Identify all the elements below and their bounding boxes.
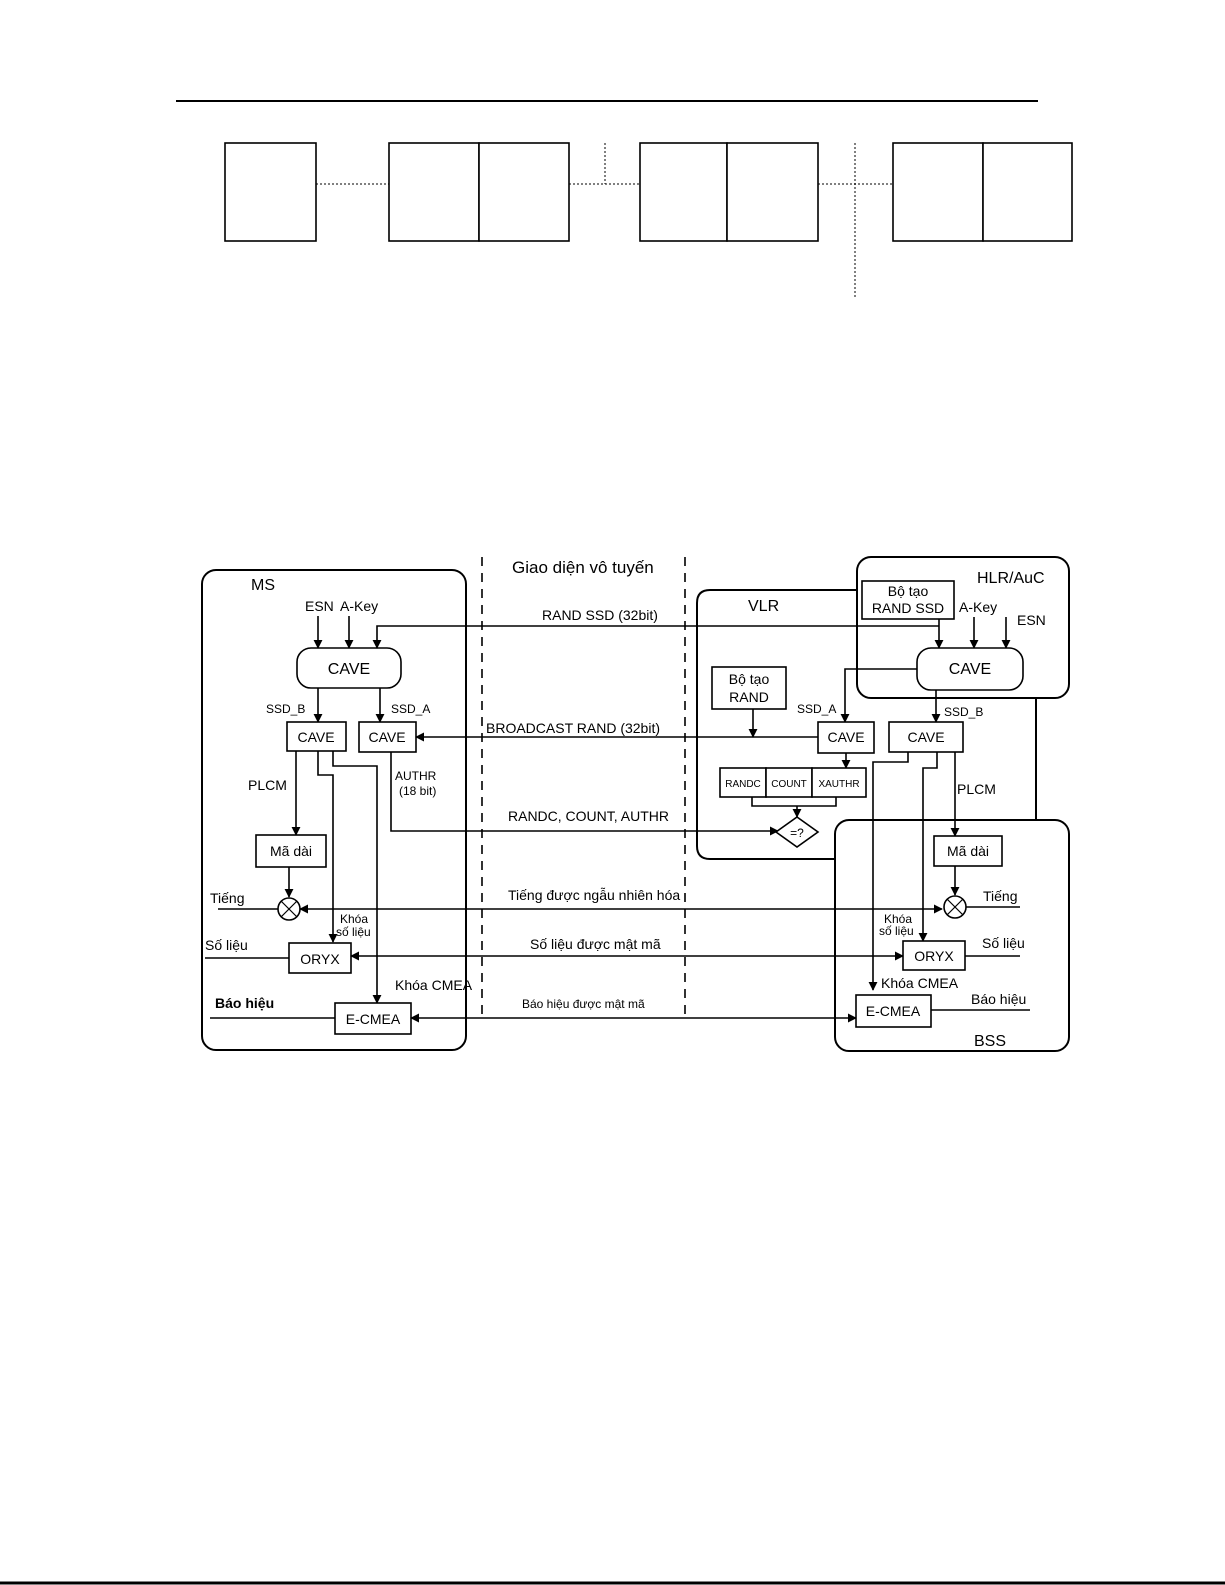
ms-ssdb-label: SSD_B — [266, 702, 305, 716]
air-messages: RAND SSD (32bit) BROADCAST RAND (32bit) … — [299, 607, 943, 1023]
bss-data-key-path — [918, 752, 938, 942]
air-interface-title: Giao diện vô tuyến — [512, 558, 654, 577]
top-block-4 — [639, 142, 728, 242]
ms-akey-label: A-Key — [340, 598, 378, 614]
vlr-count — [765, 767, 813, 798]
msg-voice-randomized: Tiếng được ngẫu nhiên hóa — [508, 887, 680, 903]
top-block-1 — [224, 142, 317, 242]
bss-title: BSS — [974, 1033, 1006, 1050]
top-block-3 — [478, 142, 570, 242]
hlr-ssda-path — [840, 668, 917, 723]
vlr-block: Bộ tạo RAND SSD_A CAVE RANDC COUNT XAUTH… — [711, 666, 875, 848]
vlr-frame — [696, 589, 857, 860]
ms-title: MS — [251, 577, 275, 594]
vlr-ssda-label: SSD_A — [797, 702, 836, 716]
ms-cave-main-label: CAVE — [328, 661, 370, 678]
hlr-rand-ssd-generator-label-2: RAND SSD — [872, 600, 944, 616]
bss-cave — [888, 721, 964, 753]
vlr-cave — [817, 721, 875, 754]
bss-signaling-label: Báo hiệu — [971, 991, 1026, 1007]
bss-cave-label: CAVE — [907, 729, 944, 745]
ms-oryx-label: ORYX — [300, 951, 340, 967]
ms-authr-path — [390, 752, 779, 836]
vlr-randc-label: RANDC — [725, 779, 761, 790]
hlr-rand-ssd-generator — [861, 580, 955, 620]
vlr-compare-label: =? — [790, 826, 804, 840]
vlr-rand-generator-label-1: Bộ tạo — [729, 671, 770, 687]
ms-cave-b — [286, 721, 347, 752]
bss-data-label: Số liệu — [982, 935, 1025, 951]
bss-voice-label: Tiếng — [983, 888, 1018, 904]
ms-long-code — [255, 834, 327, 868]
ms-cmea-key-label: Khóa CMEA — [395, 977, 473, 993]
vlr-title: VLR — [748, 598, 779, 615]
hlr-block: Bộ tạo RAND SSD A-Key ESN CAVE SSD_B — [840, 580, 1046, 723]
vlr-rand-generator — [711, 666, 787, 710]
hlr-frame — [856, 556, 1070, 699]
ms-ecmea — [334, 1002, 412, 1035]
top-block-6 — [892, 142, 984, 242]
hlr-ssdb-label: SSD_B — [944, 705, 983, 719]
bss-oryx — [902, 940, 966, 971]
msg-data-encrypted: Số liệu được mật mã — [530, 936, 661, 952]
vlr-count-label: COUNT — [771, 779, 807, 790]
top-block-2 — [388, 142, 480, 242]
bss-key-data-label-1: Khóa — [884, 912, 912, 926]
hlr-esn-label: ESN — [1017, 612, 1046, 628]
ms-plcm-label: PLCM — [248, 777, 287, 793]
ms-ecmea-label: E-CMEA — [346, 1011, 401, 1027]
vlr-compare-diamond — [774, 816, 820, 848]
ms-cmea-key-path — [332, 751, 382, 1004]
top-block-5 — [726, 142, 819, 242]
bss-cmea-key-label: Khóa CMEA — [881, 975, 959, 991]
rand-ssd-to-ms-arrow — [372, 625, 939, 649]
hlr-cave-label: CAVE — [949, 661, 991, 678]
bss-key-data-label-2: số liệu — [879, 924, 914, 938]
vlr-cave-label: CAVE — [827, 729, 864, 745]
hlr-title: HLR/AuC — [977, 570, 1045, 587]
msg-broadcast-rand: BROADCAST RAND (32bit) — [486, 720, 660, 736]
hlr-akey-label: A-Key — [959, 599, 997, 615]
ms-key-data-label-2: số liệu — [336, 925, 371, 939]
ms-block: ESN A-Key CAVE SSD_B SSD_A CAVE CAVE PLC… — [205, 598, 779, 1035]
ms-authr-label: AUTHR — [395, 769, 437, 783]
ms-long-code-label: Mã dài — [270, 843, 312, 859]
vlr-xauthr — [811, 767, 867, 798]
ms-authr-bits-label: (18 bit) — [399, 784, 436, 798]
bss-ecmea-label: E-CMEA — [866, 1003, 921, 1019]
bss-cmea-key-path — [868, 752, 909, 991]
ms-signaling-label: Báo hiệu — [215, 995, 274, 1011]
msg-rand-ssd: RAND SSD (32bit) — [542, 607, 658, 623]
bss-long-code — [933, 835, 1003, 867]
ms-cave-b-label: CAVE — [297, 729, 334, 745]
top-block-7 — [982, 142, 1073, 242]
ms-xor-icon-stroke-2 — [280, 900, 298, 918]
bss-long-code-label: Mã dài — [947, 843, 989, 859]
bss-ecmea — [855, 994, 932, 1028]
bss-oryx-label: ORYX — [914, 948, 954, 964]
top-block-figure — [224, 142, 1073, 298]
bss-block: CAVE PLCM Mã dài Tiếng Khóa số liệu ORYX… — [855, 721, 1030, 1028]
msg-randc-count-authr: RANDC, COUNT, AUTHR — [508, 808, 669, 824]
ms-cave-main — [296, 647, 402, 689]
vlr-xauthr-label: XAUTHR — [818, 779, 859, 790]
bss-plcm-label: PLCM — [957, 781, 996, 797]
bss-xor-icon-stroke-2 — [946, 898, 964, 916]
ms-cave-a-label: CAVE — [368, 729, 405, 745]
ms-voice-label: Tiếng — [210, 890, 245, 906]
msg-signaling-encrypted: Báo hiệu được mật mã — [522, 997, 645, 1011]
ms-key-data-label-1: Khóa — [340, 912, 368, 926]
bss-frame — [834, 819, 1070, 1052]
ms-frame — [201, 569, 467, 1051]
hlr-rand-ssd-generator-label-1: Bộ tạo — [888, 583, 929, 599]
ms-data-key-path — [317, 751, 338, 943]
ms-ssda-label: SSD_A — [391, 702, 430, 716]
ms-esn-label: ESN — [305, 598, 334, 614]
vlr-rand-generator-label-2: RAND — [729, 689, 769, 705]
vlr-compare-bracket — [751, 797, 837, 807]
ms-data-label: Số liệu — [205, 937, 248, 953]
